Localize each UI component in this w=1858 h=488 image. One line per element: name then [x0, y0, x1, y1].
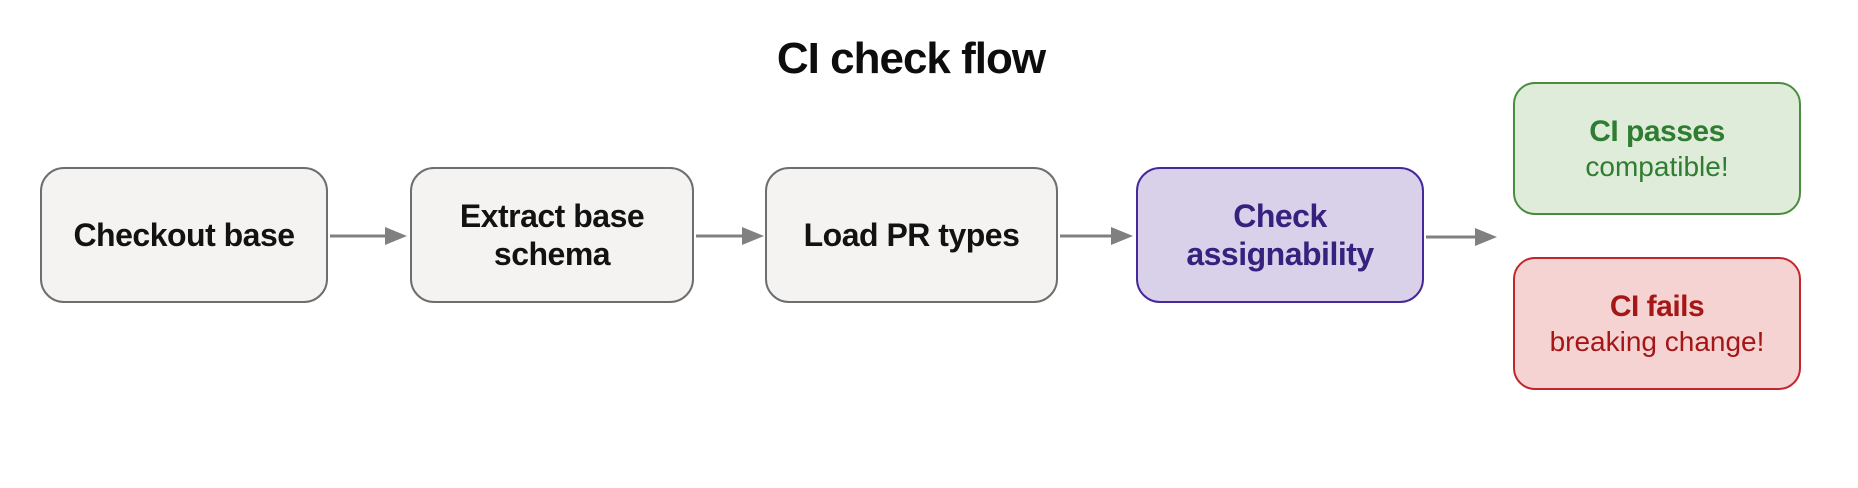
flow-step-check-assignability: Check assignability — [1136, 167, 1424, 303]
outcome-ci-passes: CI passes compatible! — [1513, 82, 1801, 215]
arrow-load-to-check-icon — [1060, 227, 1133, 245]
flow-step-load-pr-types: Load PR types — [765, 167, 1058, 303]
arrow-extract-to-load-icon — [696, 227, 764, 245]
flow-step-label: Extract base schema — [459, 198, 645, 272]
outcome-sublabel: compatible! — [1585, 151, 1729, 182]
flow-step-label: Checkout base — [73, 217, 295, 253]
diagram-title: CI check flow — [776, 34, 1046, 83]
arrow-checkout-to-extract-icon — [330, 227, 407, 245]
outcome-label: CI fails — [1609, 290, 1705, 323]
flow-step-label: Load PR types — [803, 217, 1020, 253]
outcome-ci-fails: CI fails breaking change! — [1513, 257, 1801, 390]
outcome-label: CI passes — [1589, 115, 1725, 148]
flow-step-extract-base-schema: Extract base schema — [410, 167, 694, 303]
flow-step-label: Check assignability — [1186, 198, 1374, 272]
outcome-sublabel: breaking change! — [1549, 326, 1765, 357]
arrow-check-to-outcomes-icon — [1426, 228, 1497, 246]
flow-step-checkout-base: Checkout base — [40, 167, 328, 303]
